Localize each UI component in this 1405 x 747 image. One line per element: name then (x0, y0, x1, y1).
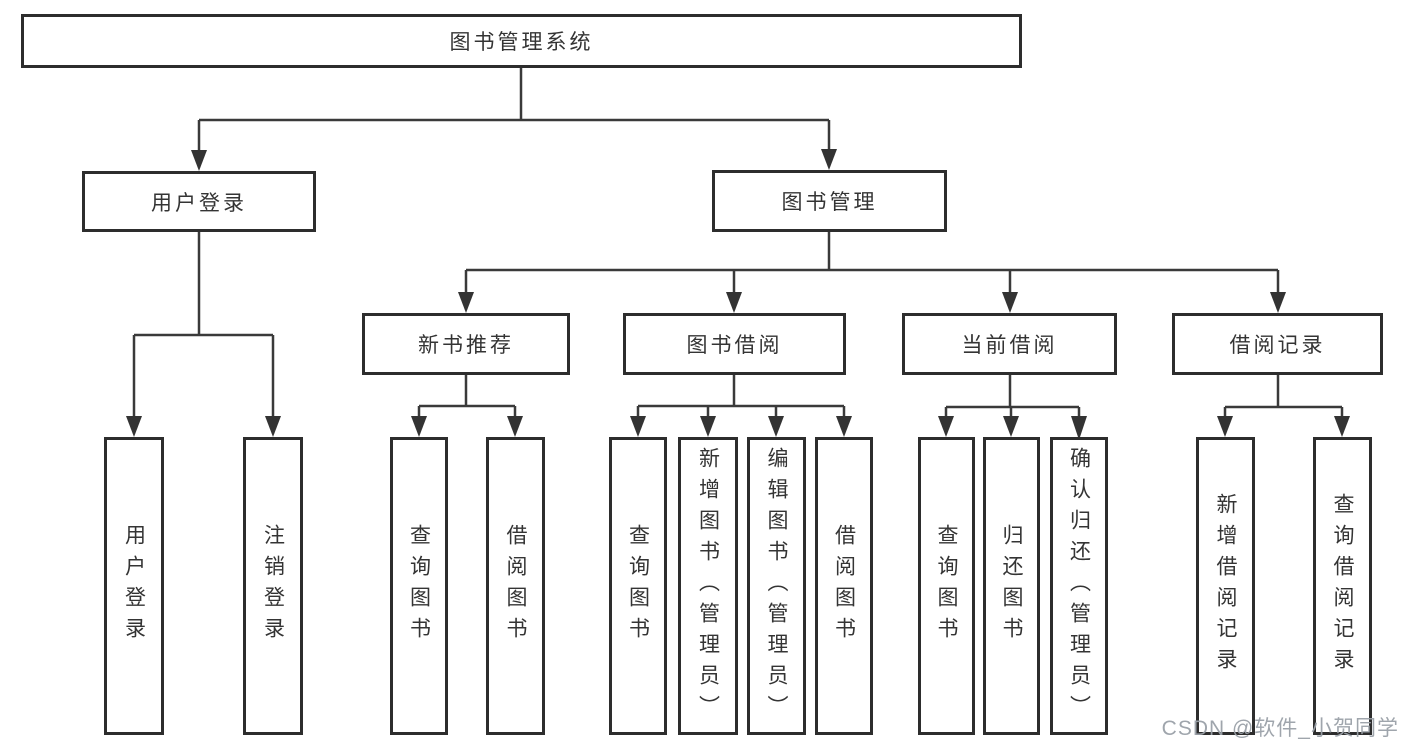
leaf-confirm-return-admin: 确认归还（管理员） (1050, 437, 1108, 735)
leaf-logout: 注销登录 (243, 437, 303, 735)
connector-book-borrowing-to-leaves (630, 375, 852, 437)
node-label: 确认归还（管理员） (1067, 446, 1091, 726)
node-label: 新增图书（管理员） (696, 446, 720, 726)
leaf-query-borrow-record: 查询借阅记录 (1313, 437, 1372, 735)
node-label: 图书管理 (781, 191, 878, 214)
connector-borrowing-records-to-leaves (1217, 375, 1350, 437)
node-new-book-recommendation: 新书推荐 (362, 313, 570, 375)
node-label: 用户登录 (122, 524, 146, 648)
node-label: 借阅图书 (504, 524, 527, 648)
connector-book-management-to-level3 (458, 232, 1286, 313)
node-label: 查询图书 (407, 524, 431, 648)
leaf-user-login: 用户登录 (104, 437, 164, 735)
node-current-borrowing: 当前借阅 (902, 313, 1117, 375)
node-book-management: 图书管理 (712, 170, 947, 232)
leaf-add-borrow-record: 新增借阅记录 (1196, 437, 1255, 735)
leaf-borrow-books-recommend: 借阅图书 (486, 437, 545, 735)
node-label: 查询借阅记录 (1331, 493, 1354, 679)
connector-root-to-level2 (191, 68, 837, 171)
node-label: 新增借阅记录 (1214, 493, 1237, 679)
leaf-add-book-admin: 新增图书（管理员） (678, 437, 738, 735)
node-label: 当前借阅 (961, 334, 1058, 357)
node-user-login: 用户登录 (82, 171, 316, 232)
leaf-borrow-books-borrowing: 借阅图书 (815, 437, 873, 735)
leaf-edit-book-admin: 编辑图书（管理员） (747, 437, 806, 735)
connector-current-borrowing-to-leaves (938, 375, 1087, 440)
node-label: 注销登录 (261, 524, 285, 648)
node-library-system: 图书管理系统 (21, 14, 1022, 68)
node-book-borrowing: 图书借阅 (623, 313, 846, 375)
node-label: 查询图书 (626, 524, 650, 648)
node-label: 查询图书 (935, 524, 958, 648)
connector-user-login-to-leaves (126, 232, 281, 437)
leaf-query-books-borrowing: 查询图书 (609, 437, 667, 735)
node-label: 归还图书 (1000, 524, 1023, 648)
leaf-query-books-recommend: 查询图书 (390, 437, 448, 735)
leaf-return-books: 归还图书 (983, 437, 1040, 735)
node-label: 图书管理系统 (449, 31, 594, 54)
node-label: 编辑图书（管理员） (765, 446, 788, 726)
node-label: 新书推荐 (418, 334, 514, 357)
node-label: 图书借阅 (686, 334, 783, 357)
node-label: 借阅图书 (832, 524, 856, 648)
node-label: 用户登录 (151, 191, 247, 215)
connector-new-book-recommendation-to-leaves (411, 375, 523, 437)
node-borrowing-records: 借阅记录 (1172, 313, 1383, 375)
leaf-query-books-current: 查询图书 (918, 437, 975, 735)
node-label: 借阅记录 (1229, 334, 1326, 357)
